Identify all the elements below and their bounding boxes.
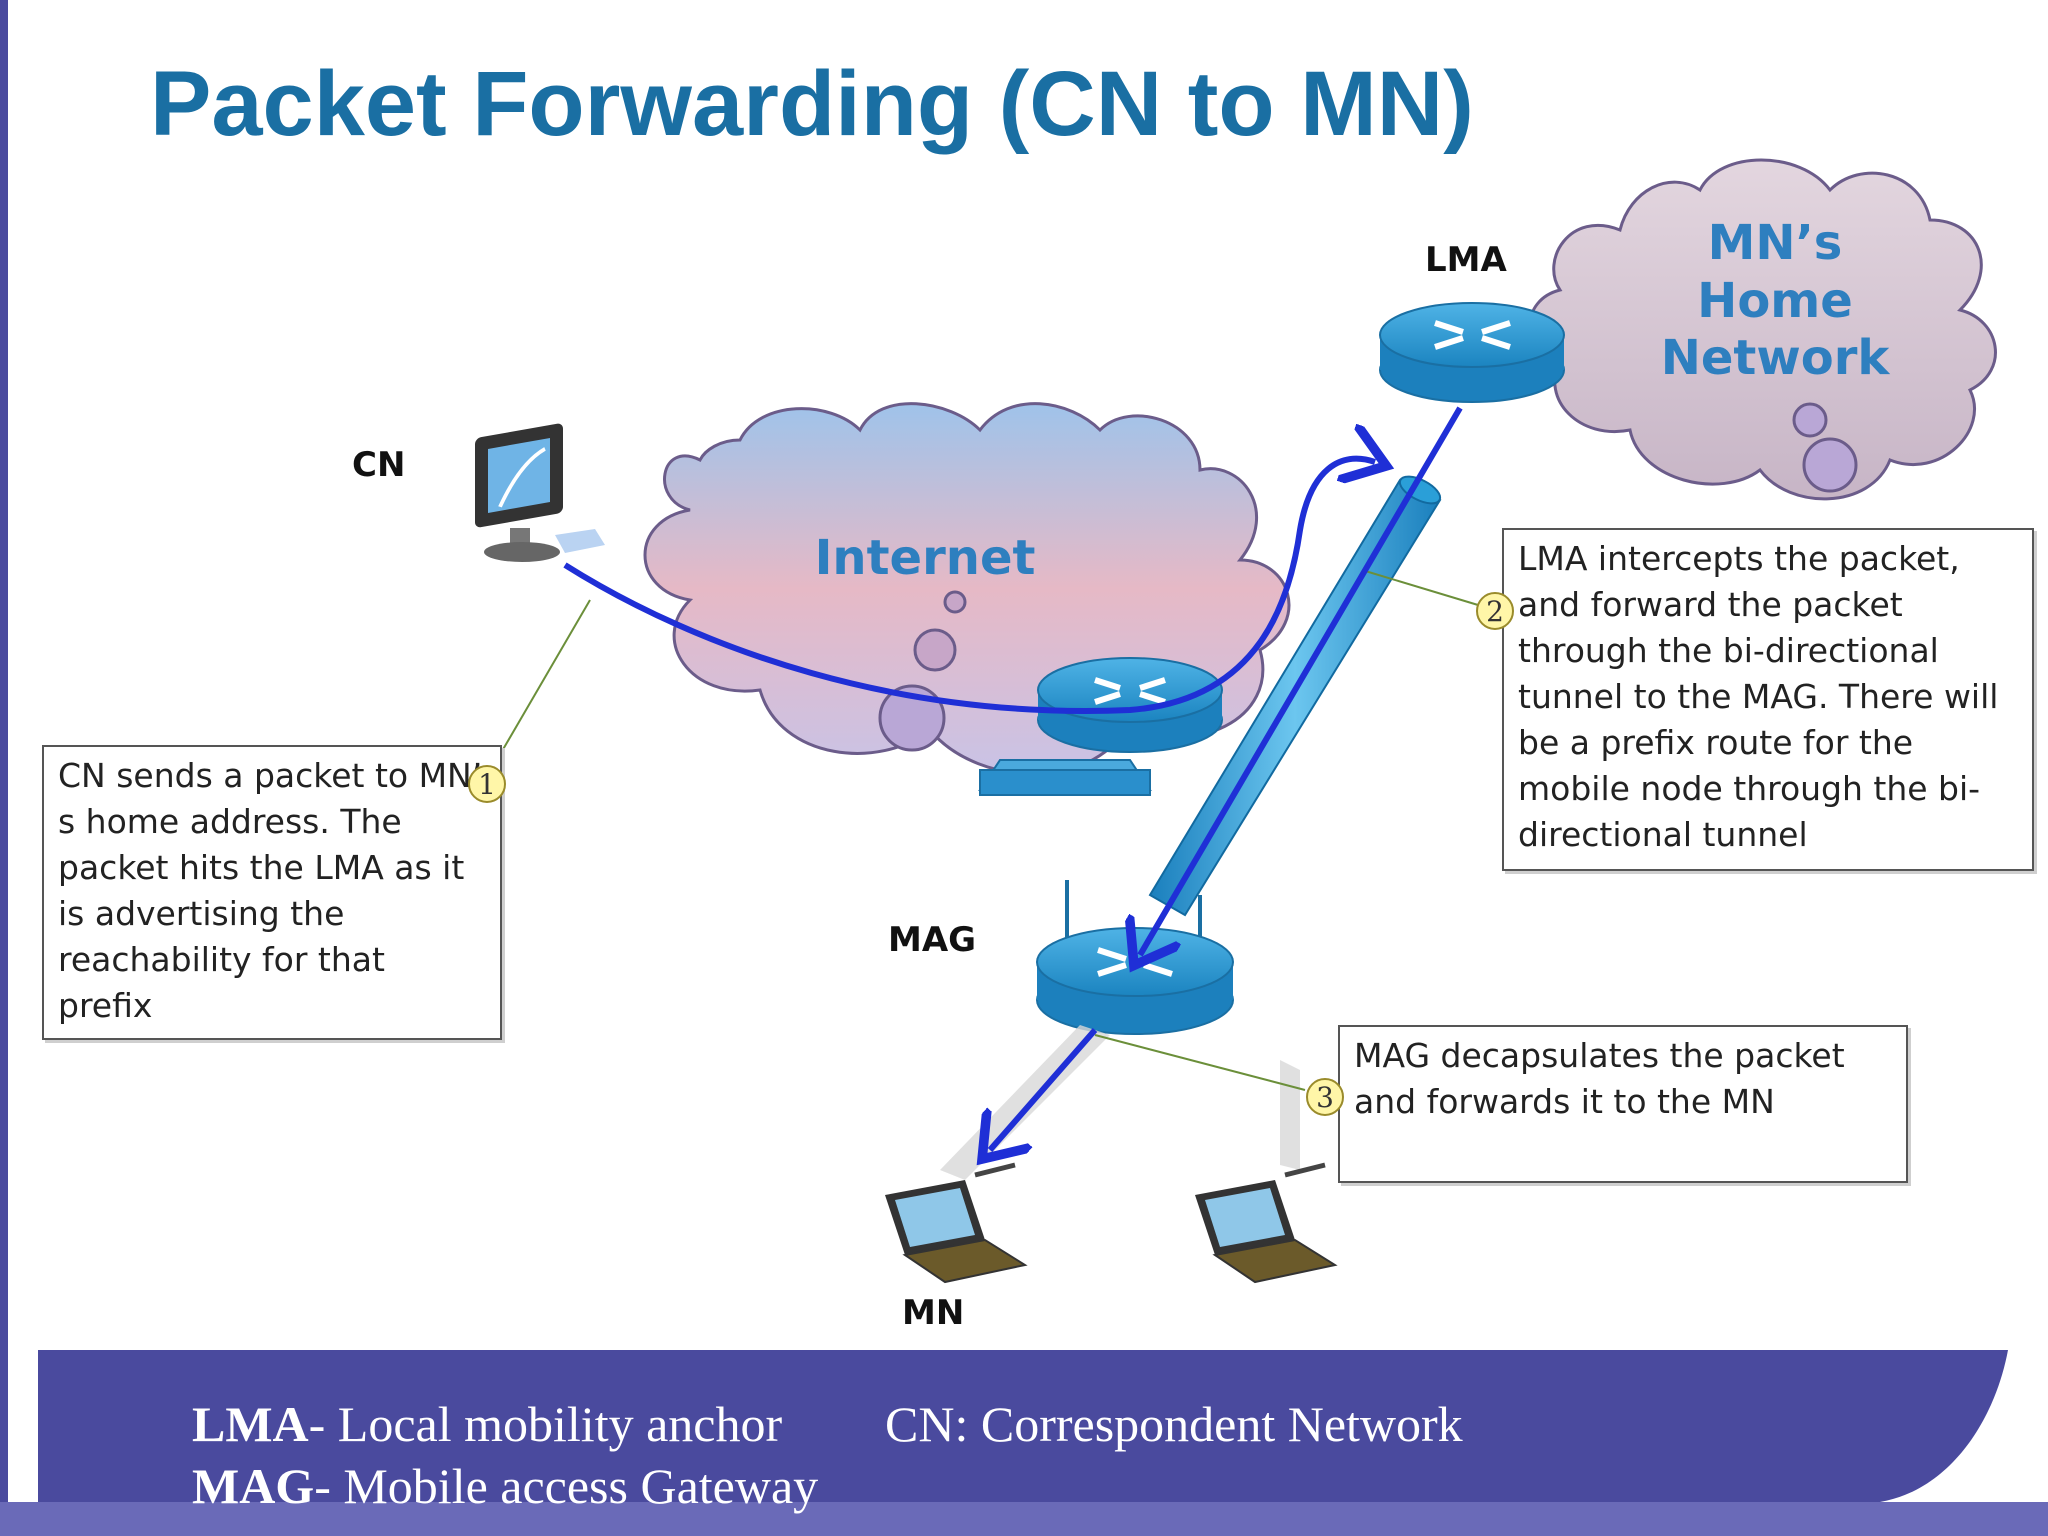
step-2-callout: LMA intercepts the packet, and forward t… xyxy=(1502,528,2034,871)
step-3-marker: 3 xyxy=(1306,1078,1344,1116)
lma-router xyxy=(1379,302,1565,403)
lma-label: LMA xyxy=(1425,240,1507,280)
cn-label: CN xyxy=(352,445,406,485)
leader-line-3 xyxy=(1094,1034,1306,1091)
step-1-text: CN sends a packet to MN’ s home address.… xyxy=(58,756,483,1025)
internet-cloud-label: Internet xyxy=(814,530,1036,586)
mag-router xyxy=(1036,880,1234,1035)
mn-laptop-icon xyxy=(885,1162,1028,1284)
mn-label: MN xyxy=(902,1293,965,1333)
flow-arrow-lma-to-mag xyxy=(1140,406,1463,955)
footer-band xyxy=(38,1350,2008,1502)
legend-mag-abbr: MAG xyxy=(192,1458,315,1514)
legend-cn: CN: Correspondent Network xyxy=(885,1396,1463,1452)
cn-computer-icon xyxy=(475,423,605,562)
wireless-beam-right xyxy=(1280,1060,1300,1170)
page-title: Packet Forwarding (CN to MN) xyxy=(150,53,1474,155)
step-1-marker: 1 xyxy=(468,765,506,803)
legend-mag: MAG- Mobile access Gateway xyxy=(192,1457,818,1515)
left-border xyxy=(0,0,8,1536)
step-3-text: MAG decapsulates the packet and forwards… xyxy=(1354,1036,1845,1121)
legend-mag-definition: - Mobile access Gateway xyxy=(314,1458,819,1514)
step-1-callout: CN sends a packet to MN’ s home address.… xyxy=(42,745,502,1040)
step-3-callout: MAG decapsulates the packet and forwards… xyxy=(1338,1025,1908,1183)
bidirectional-tunnel xyxy=(1148,475,1442,917)
footer-strip xyxy=(0,1502,2048,1536)
mag-label: MAG xyxy=(888,920,977,960)
home-network-cloud-label: MN’s Home Network xyxy=(1660,215,1890,387)
step-2-text: LMA intercepts the packet, and forward t… xyxy=(1518,539,1999,854)
legend-lma-abbr: LMA xyxy=(192,1396,309,1452)
legend-lma: LMA- Local mobility anchor xyxy=(192,1395,782,1453)
legend-lma-definition: - Local mobility anchor xyxy=(308,1396,783,1452)
step-2-marker: 2 xyxy=(1476,592,1514,630)
internet-router xyxy=(978,657,1223,796)
second-laptop-icon xyxy=(1195,1162,1338,1284)
wireless-beam-left xyxy=(940,1025,1110,1180)
flow-arrow-cn-to-lma xyxy=(563,459,1375,714)
leader-line-2 xyxy=(1361,569,1479,606)
flow-arrow-mag-to-mn xyxy=(990,1028,1098,1150)
leader-line-1 xyxy=(497,599,591,759)
